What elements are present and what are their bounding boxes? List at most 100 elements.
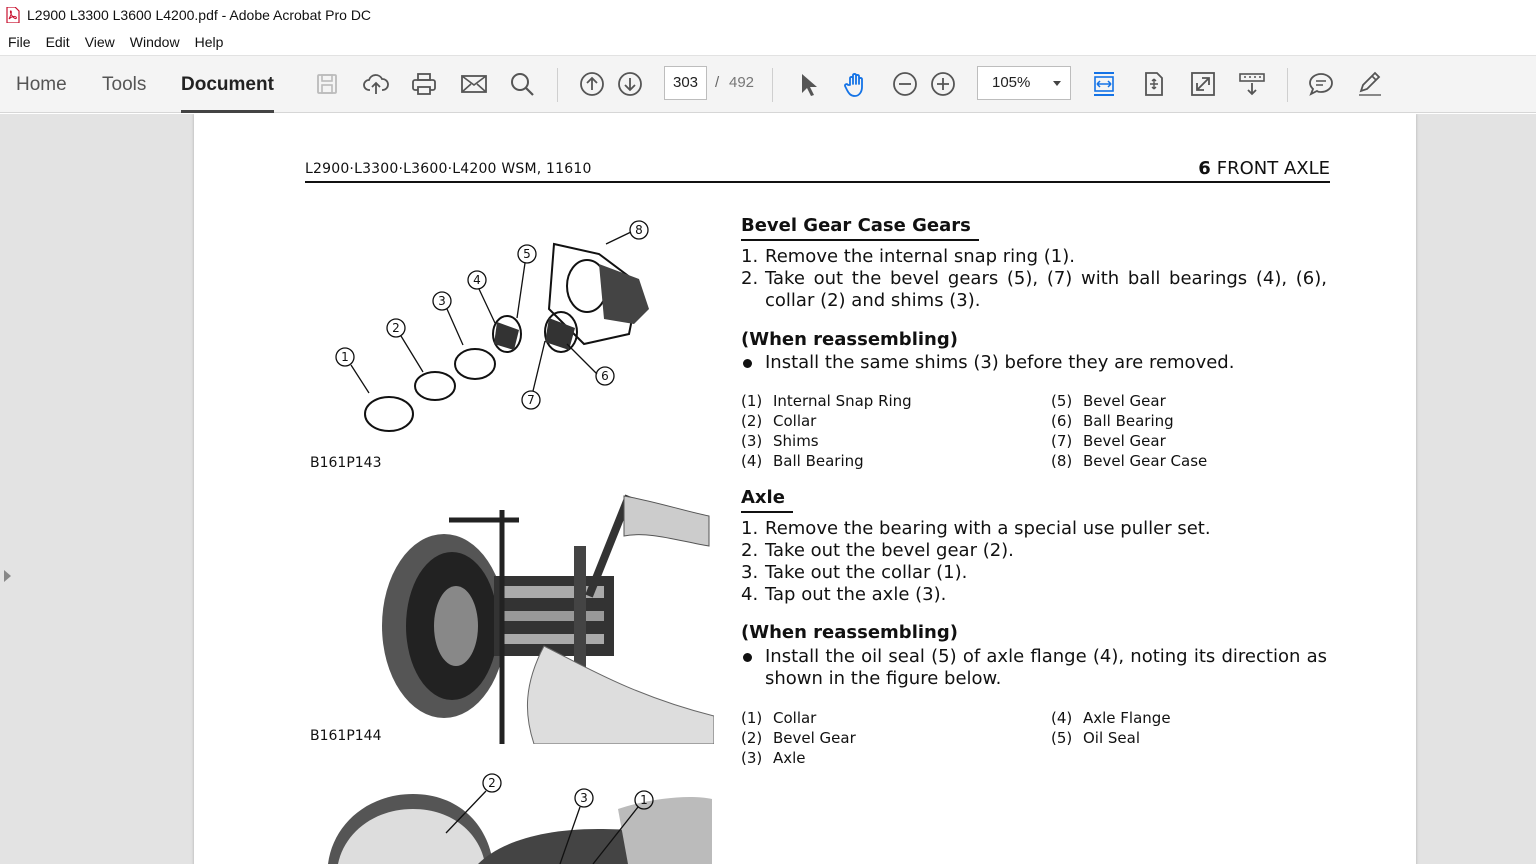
- chapter-title: FRONT AXLE: [1216, 158, 1330, 179]
- bevel-gear-exploded-figure: 1 2 3 4 5 6 7 8: [335, 220, 649, 432]
- axle-flange-figure: 2 3 1: [328, 773, 712, 864]
- step-number: 2.: [741, 540, 759, 561]
- side-panel-toggle-icon[interactable]: [4, 570, 11, 582]
- zoom-select[interactable]: 105%: [977, 66, 1071, 100]
- section-title-bevel-gear: Bevel Gear Case Gears: [741, 215, 979, 241]
- pdf-file-icon: [6, 6, 20, 24]
- callout-4: 4: [473, 273, 481, 287]
- menu-window[interactable]: Window: [129, 34, 180, 50]
- menu-view[interactable]: View: [84, 34, 115, 50]
- mail-icon[interactable]: [459, 69, 489, 99]
- cursor-arrow-icon[interactable]: [792, 69, 822, 99]
- legend-number: (3): [741, 432, 763, 450]
- page-total: 492: [729, 74, 755, 91]
- step-text: Take out the bevel gears (5), (7) with b…: [765, 268, 1327, 311]
- zoom-value: 105%: [992, 74, 1031, 91]
- menu-help[interactable]: Help: [194, 34, 224, 50]
- legend-number: (3): [741, 749, 763, 767]
- title-bar: L2900 L3300 L3600 L4200.pdf - Adobe Acro…: [0, 0, 1536, 30]
- reassembling-heading: (When reassembling): [741, 329, 958, 350]
- page-separator: /: [715, 74, 720, 91]
- toolbar-separator: [772, 68, 773, 102]
- step-number: 1.: [741, 518, 759, 539]
- bullet-text: Install the same shims (3) before they a…: [765, 352, 1235, 373]
- callout-2: 2: [392, 321, 400, 335]
- search-icon[interactable]: [507, 69, 537, 99]
- puller-set-photo: [382, 494, 714, 744]
- toolbar: Home Tools Document: [0, 55, 1536, 113]
- callout-1: 1: [341, 350, 349, 364]
- minus-circle-icon[interactable]: [890, 69, 920, 99]
- tab-document[interactable]: Document: [181, 56, 274, 113]
- step-number: 1.: [741, 246, 759, 267]
- printer-icon[interactable]: [409, 69, 439, 99]
- cloud-upload-icon[interactable]: [361, 69, 391, 99]
- legend-text: Collar: [773, 709, 817, 727]
- legend-number: (5): [1051, 729, 1073, 747]
- callout-3: 3: [580, 791, 588, 805]
- title-underline: [741, 239, 979, 241]
- legend-number: (6): [1051, 412, 1073, 430]
- legend-text: Bevel Gear Case: [1083, 452, 1208, 470]
- bullet-dot: [743, 653, 752, 662]
- callout-2: 2: [488, 776, 496, 790]
- legend-number: (4): [1051, 709, 1073, 727]
- figure-label-1: B161P143: [310, 455, 382, 471]
- header-rule: [305, 181, 1330, 183]
- save-icon[interactable]: [312, 69, 342, 99]
- pen-icon[interactable]: [1355, 69, 1385, 99]
- hand-icon[interactable]: [841, 69, 871, 99]
- arrow-up-circle-icon[interactable]: [577, 69, 607, 99]
- legend-number: (5): [1051, 392, 1073, 410]
- fit-page-icon[interactable]: [1139, 69, 1169, 99]
- title-underline: [741, 511, 793, 513]
- legend-number: (7): [1051, 432, 1073, 450]
- legend-text: Ball Bearing: [1083, 412, 1174, 430]
- step-number: 2.: [741, 268, 759, 289]
- step-text: Remove the internal snap ring (1).: [765, 246, 1075, 267]
- chevron-down-icon[interactable]: [1053, 81, 1061, 86]
- legend-text: Bevel Gear: [1083, 392, 1166, 410]
- menu-edit[interactable]: Edit: [45, 34, 70, 50]
- figure-label-2: B161P144: [310, 728, 382, 744]
- legend-number: (2): [741, 729, 763, 747]
- scroll-mode-icon[interactable]: [1237, 69, 1267, 99]
- step-text: Remove the bearing with a special use pu…: [765, 518, 1211, 539]
- legend-text: Internal Snap Ring: [773, 392, 912, 410]
- section-title-text: Axle: [741, 487, 785, 508]
- callout-6: 6: [601, 369, 609, 383]
- legend-text: Axle: [773, 749, 806, 767]
- legend-number: (2): [741, 412, 763, 430]
- tab-tools[interactable]: Tools: [102, 74, 147, 95]
- legend-text: Bevel Gear: [1083, 432, 1166, 450]
- page-number-input[interactable]: 303: [664, 66, 707, 100]
- step-text: Take out the collar (1).: [765, 562, 968, 583]
- menu-bar: File Edit View Window Help: [0, 30, 1536, 54]
- tab-home[interactable]: Home: [16, 74, 67, 95]
- full-screen-icon[interactable]: [1188, 69, 1218, 99]
- legend-number: (1): [741, 392, 763, 410]
- toolbar-separator: [557, 68, 558, 102]
- arrow-down-circle-icon[interactable]: [615, 69, 645, 99]
- callout-5: 5: [523, 247, 531, 261]
- fit-width-icon[interactable]: [1089, 69, 1119, 99]
- callout-1: 1: [640, 793, 648, 807]
- menu-file[interactable]: File: [8, 34, 31, 50]
- legend-text: Bevel Gear: [773, 729, 856, 747]
- step-text: Take out the bevel gear (2).: [765, 540, 1014, 561]
- plus-circle-icon[interactable]: [928, 69, 958, 99]
- legend-text: Oil Seal: [1083, 729, 1141, 747]
- legend-text: Ball Bearing: [773, 452, 864, 470]
- window-title: L2900 L3300 L3600 L4200.pdf - Adobe Acro…: [27, 7, 372, 23]
- legend-number: (1): [741, 709, 763, 727]
- chapter-number: 6: [1198, 158, 1211, 179]
- bullet-dot: [743, 359, 752, 368]
- legend-text: Axle Flange: [1083, 709, 1171, 727]
- comment-icon[interactable]: [1306, 69, 1336, 99]
- reassembling-heading: (When reassembling): [741, 622, 958, 643]
- callout-7: 7: [527, 393, 535, 407]
- callout-3: 3: [438, 294, 446, 308]
